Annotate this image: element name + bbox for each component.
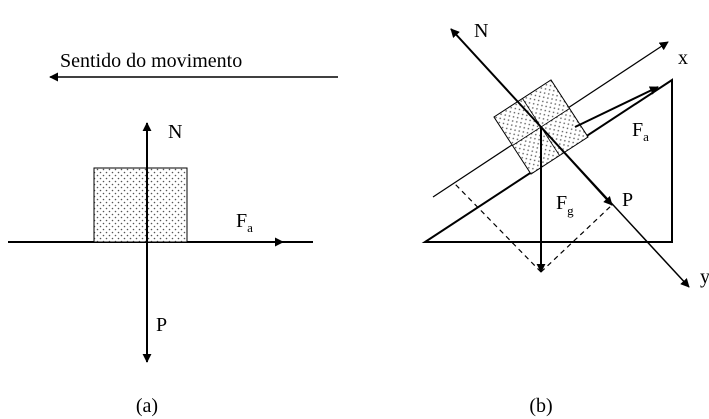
x-axis-label: x [678,47,688,69]
caption-a: (a) [136,395,158,417]
weight-component-arrow-b [540,126,613,206]
gravity-force-label: Fg [556,192,574,218]
dashed-component-left [454,183,542,273]
movement-direction-label: Sentido do movimento [60,50,242,72]
friction-force-label-a: Fa [236,210,253,235]
block-a [93,167,188,243]
y-axis-line-upper [469,49,542,128]
figure-b: x N Fa Fg P y (b) [421,20,709,417]
dashed-component-right [540,204,613,273]
caption-b: (b) [529,395,552,417]
normal-force-label-a: N [168,121,182,143]
friction-force-arrow-b [574,86,659,128]
weight-component-label-b: P [622,189,633,211]
friction-force-label-b: Fa [632,119,649,144]
figure-a: Sentido do movimento N Fa P (a) [8,50,338,417]
weight-force-label-a: P [156,314,167,336]
normal-force-label-b: N [474,20,488,42]
y-axis-label: y [700,266,709,288]
